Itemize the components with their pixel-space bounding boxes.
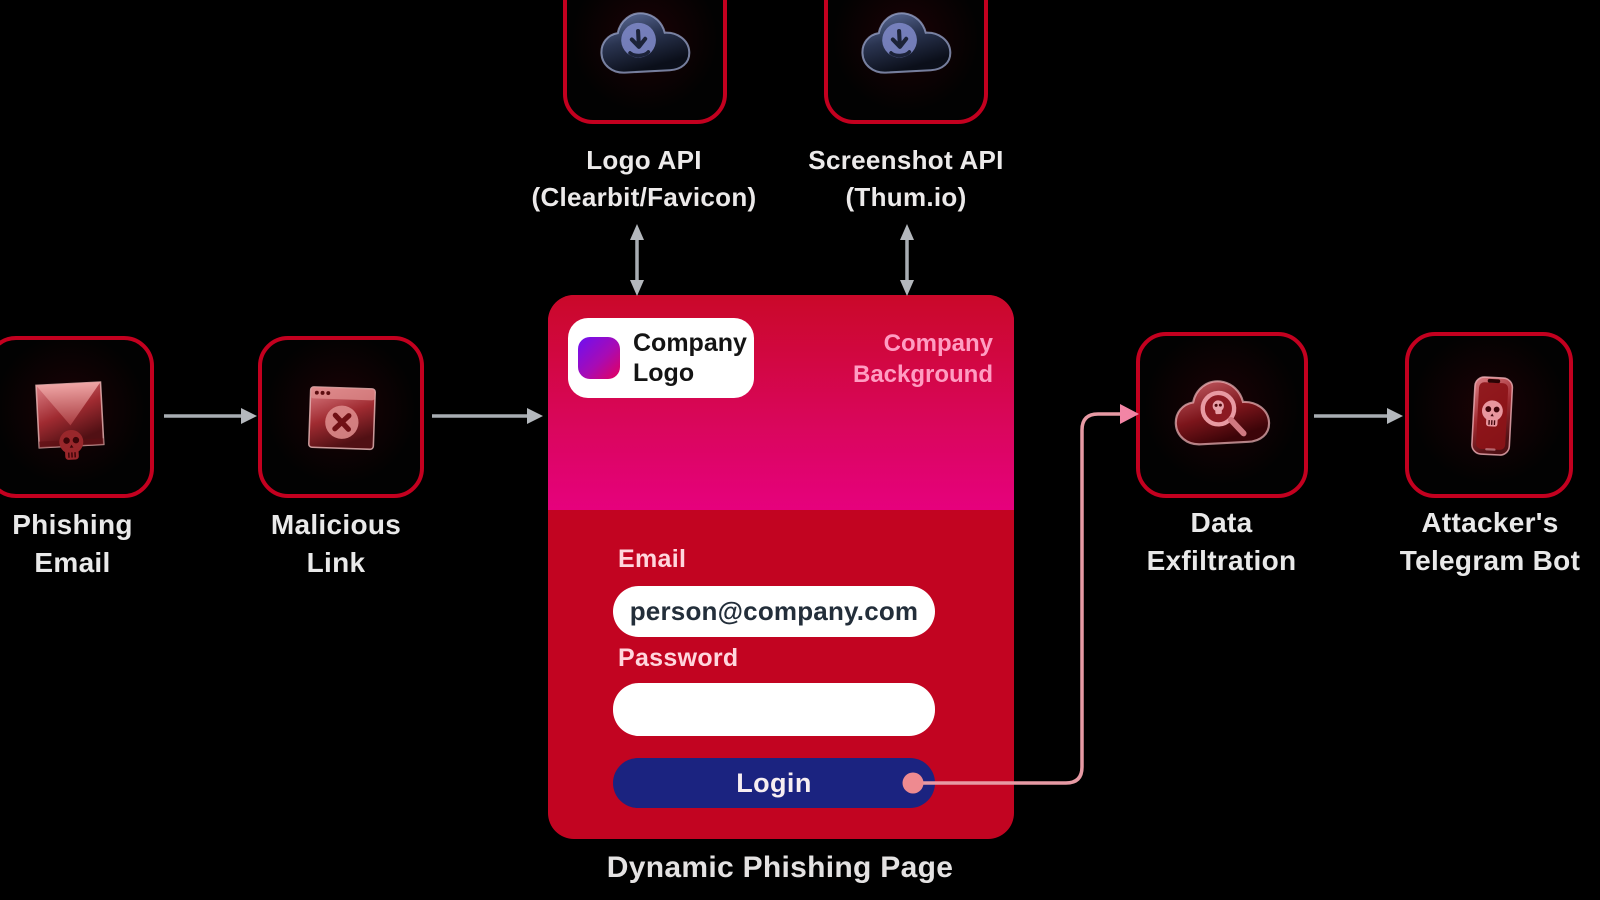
company-logo-chip: Company Logo <box>568 318 754 398</box>
email-field[interactable]: person@company.com <box>613 586 935 637</box>
node-screenshot-api <box>824 0 988 124</box>
node-attackers-telegram-bot <box>1405 332 1573 498</box>
phishing-email-label: Phishing Email <box>12 509 133 578</box>
arrow-email-to-link <box>164 408 257 424</box>
diagram-caption: Dynamic Phishing Page <box>606 851 954 884</box>
email-field-value: person@company.com <box>629 596 919 626</box>
node-logo-api <box>563 0 727 124</box>
dynamic-phishing-page-card: Company Logo Company Background Email pe… <box>548 295 1014 839</box>
company-background-label: Company Background <box>852 330 993 388</box>
double-arrow-logo-api <box>630 224 644 296</box>
node-phishing-email <box>0 336 154 498</box>
screenshot-api-label: Screenshot API (Thum.io) <box>808 145 1004 212</box>
malicious-link-label: Malicious Link <box>270 509 402 578</box>
password-field[interactable] <box>613 683 935 736</box>
cloud-search-skull-icon <box>1174 380 1271 446</box>
cloud-download-icon <box>600 12 691 74</box>
browser-x-icon <box>308 386 377 451</box>
attackers-telegram-bot-label: Attacker's Telegram Bot <box>1399 507 1581 576</box>
company-logo-icon <box>578 337 620 379</box>
cloud-download-icon <box>861 12 952 74</box>
double-arrow-screenshot-api <box>900 224 914 296</box>
company-logo-label: Company Logo <box>633 329 747 387</box>
login-button-label: Login <box>736 767 812 798</box>
data-exfiltration-label: Data Exfiltration <box>1146 507 1297 576</box>
arrow-exfil-to-telegram <box>1314 408 1403 424</box>
password-label: Password <box>618 644 739 672</box>
node-data-exfiltration <box>1136 332 1308 498</box>
email-label: Email <box>618 545 687 573</box>
arrow-link-to-page <box>432 408 543 424</box>
logo-api-label: Logo API (Clearbit/Favicon) <box>531 145 757 212</box>
login-button[interactable]: Login <box>613 758 935 808</box>
node-malicious-link <box>258 336 424 498</box>
email-skull-icon <box>35 381 105 460</box>
phone-skull-icon <box>1471 376 1514 456</box>
